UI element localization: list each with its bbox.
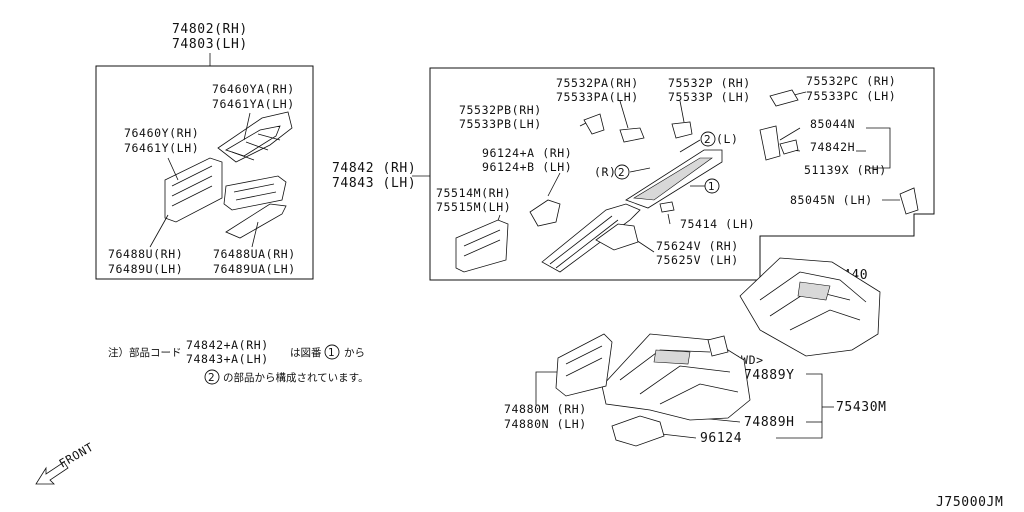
part-reinforcement bbox=[149, 175, 287, 248]
callout-74842: 74842 (RH) bbox=[332, 161, 416, 176]
callout-75533PA: 75533PA(LH) bbox=[556, 90, 639, 104]
callout-74802: 74802(RH) bbox=[172, 22, 248, 37]
part-gusset bbox=[225, 203, 287, 248]
callout-R: (R) bbox=[594, 165, 617, 179]
note-circle-2-text: 2 bbox=[208, 372, 215, 384]
callout-76460YA: 76460YA(RH) bbox=[212, 82, 295, 96]
callout-76489U: 76489U(LH) bbox=[108, 262, 183, 276]
callout-2L: (L) bbox=[716, 132, 739, 146]
note-circle-1-text: 1 bbox=[328, 347, 335, 359]
ref-number: 2 bbox=[704, 134, 711, 146]
callout-96124A: 96124+A (RH) bbox=[482, 146, 572, 160]
callout-76489UA: 76489UA(LH) bbox=[213, 262, 296, 276]
callout-74889H: 74889H bbox=[744, 415, 795, 430]
part-dash-panel bbox=[739, 257, 881, 357]
part-2wd-bracket bbox=[707, 335, 729, 357]
callout-75430M: 75430M bbox=[836, 400, 887, 415]
part-96124-floor bbox=[611, 415, 665, 447]
callout-75514M: 75514M(RH) bbox=[436, 186, 511, 200]
callout-74843: 74843 (LH) bbox=[332, 176, 416, 191]
callout-96124: 96124 bbox=[700, 431, 742, 446]
part-hoodledge-side bbox=[164, 157, 223, 223]
callout-75532PB: 75532PB(RH) bbox=[459, 103, 542, 117]
callout-76460Y: 76460Y(RH) bbox=[124, 126, 199, 140]
callout-76488U: 76488U(RH) bbox=[108, 247, 183, 261]
callout-74880N: 74880N (LH) bbox=[504, 417, 587, 431]
callout-76461YA: 76461YA(LH) bbox=[212, 97, 295, 111]
part-floor-member bbox=[555, 333, 613, 397]
callout-96124B: 96124+B (LH) bbox=[482, 160, 572, 174]
note-prefix: 注）部品コード bbox=[108, 346, 182, 359]
front-arrow-icon bbox=[35, 461, 69, 485]
callout-74803: 74803(LH) bbox=[172, 37, 248, 52]
note-mid: は図番 bbox=[290, 347, 322, 359]
callout-75515M: 75515M(LH) bbox=[436, 200, 511, 214]
callout-74889Y: 74889Y bbox=[744, 368, 795, 383]
callout-75414: 75414 (LH) bbox=[680, 217, 755, 231]
part-extension-75624V bbox=[595, 223, 639, 251]
part-front-floor bbox=[601, 333, 751, 421]
callout-75624V: 75624V (RH) bbox=[656, 239, 739, 253]
callout-75533PC: 75533PC (LH) bbox=[806, 89, 896, 103]
front-label: FRONT bbox=[57, 440, 97, 471]
note-circle-2 bbox=[204, 369, 220, 385]
diagram-code: J75000JM bbox=[936, 495, 1003, 510]
callout-74880M: 74880M (RH) bbox=[504, 402, 587, 416]
part-hoodledge-upper bbox=[217, 111, 293, 163]
part-closing-plate bbox=[455, 219, 509, 273]
note-line3: の部品から構成されています。 bbox=[223, 371, 369, 384]
callout-75625V: 75625V (LH) bbox=[656, 253, 739, 267]
callout-75533PB: 75533PB(LH) bbox=[459, 117, 542, 131]
ref-circle-2b bbox=[614, 164, 630, 180]
callout-51139X: 51139X (RH) bbox=[804, 163, 887, 177]
note-line1: 74842+A(RH) bbox=[186, 338, 269, 352]
note-circle-1 bbox=[324, 344, 340, 360]
callout-75532PA: 75532PA(RH) bbox=[556, 76, 639, 90]
ref-number: 1 bbox=[708, 181, 715, 193]
callout-75532P: 75532P (RH) bbox=[668, 76, 751, 90]
callout-74842H: 74842H bbox=[810, 140, 855, 154]
callout-75532PC: 75532PC (RH) bbox=[806, 74, 896, 88]
callout-76488UA: 76488UA(RH) bbox=[213, 247, 296, 261]
part-front-side-member bbox=[541, 149, 723, 273]
group-box-main bbox=[429, 67, 935, 281]
group-box-left bbox=[95, 65, 314, 280]
callout-85045N: 85045N (LH) bbox=[790, 193, 873, 207]
part-bracket-96124 bbox=[529, 199, 561, 227]
ref-number: 2 bbox=[618, 167, 625, 179]
note-line2: 74843+A(LH) bbox=[186, 352, 269, 366]
leader-lines-main bbox=[495, 91, 900, 253]
callout-75533P: 75533P (LH) bbox=[668, 90, 751, 104]
callout-85044N: 85044N bbox=[810, 117, 855, 131]
ref-circle-2 bbox=[700, 131, 716, 147]
note-suffix: から bbox=[344, 347, 365, 359]
part-brackets-small bbox=[583, 89, 919, 215]
callout-76461Y: 76461Y(LH) bbox=[124, 141, 199, 155]
